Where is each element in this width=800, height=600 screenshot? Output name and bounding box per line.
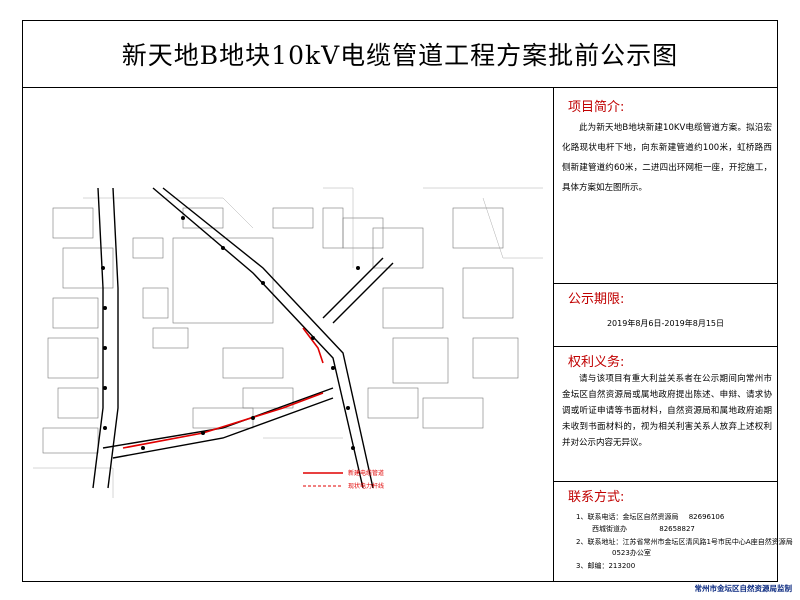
- new-cable-route: [122, 327, 324, 449]
- contact-row: 3、邮编：213200: [576, 562, 636, 570]
- contact-row: 西城街道办 82658827: [592, 525, 695, 533]
- site-map-drawing: 新建电缆管道 现状电力杆线: [33, 187, 543, 498]
- divider: [554, 481, 777, 482]
- map-legend: 新建电缆管道 现状电力杆线: [303, 469, 384, 490]
- contact-row: 2、联系地址：江苏省常州市金坛区清风路1号市民中心A座自然资源局: [576, 538, 793, 546]
- site-map: 新建电缆管道 现状电力杆线: [23, 88, 554, 581]
- contact-row: 1、联系电话：金坛区自然资源局 82696106: [576, 513, 725, 521]
- contact-row: 0523办公室: [612, 549, 651, 557]
- divider: [554, 283, 777, 284]
- building-footprints: [42, 207, 519, 454]
- legend-new-cable: 新建电缆管道: [348, 469, 384, 477]
- period-value: 2019年8月6日-2019年8月15日: [606, 319, 725, 328]
- rights-heading: 权利义务:: [568, 355, 625, 370]
- legend-existing-pole: 现状电力杆线: [348, 482, 384, 490]
- project-heading: 项目简介:: [568, 100, 625, 115]
- period-heading: 公示期限:: [568, 292, 625, 307]
- road-lines: [92, 187, 394, 489]
- footer-credit: 常州市金坛区自然资源局监制: [694, 584, 793, 593]
- project-body: 此为新天地B地块新建10KV电缆管道方案。拟沿宏化路现状电杆下地，向东新建管道约…: [562, 123, 772, 193]
- pole-markers: [101, 216, 360, 450]
- contact-heading: 联系方式:: [568, 490, 625, 505]
- title-bar: 新天地B地块10kV电缆管道工程方案批前公示图: [23, 21, 777, 88]
- info-panel: 项目简介: 此为新天地B地块新建10KV电缆管道方案。拟沿宏化路现状电杆下地，向…: [554, 88, 793, 581]
- divider: [554, 346, 777, 347]
- page-title: 新天地B地块10kV电缆管道工程方案批前公示图: [121, 41, 679, 70]
- rights-body: 请与该项目有重大利益关系者在公示期间向常州市金坛区自然资源局或属地政府提出陈述、…: [562, 374, 772, 448]
- poster-frame: 新天地B地块10kV电缆管道工程方案批前公示图: [22, 20, 793, 582]
